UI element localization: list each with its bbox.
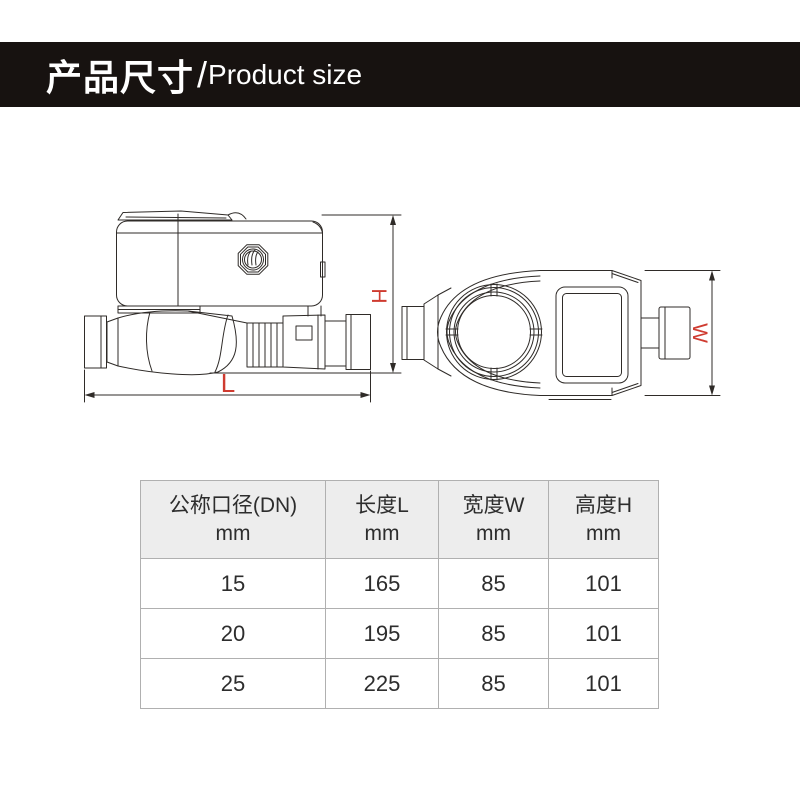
cell-length: 195	[325, 608, 439, 659]
cell-height: 101	[548, 558, 659, 609]
front-right-stub	[640, 306, 691, 360]
cell-dn: 20	[140, 608, 326, 659]
column-unit: mm	[364, 521, 400, 545]
cell-dn: 15	[140, 558, 326, 609]
size-table-header-row: 公称口径(DN) mm 长度L mm 宽度W mm 高度H mm	[140, 480, 659, 559]
meter-dial	[445, 283, 543, 381]
cell-dn: 25	[140, 658, 326, 709]
dimension-label-w: W	[688, 323, 711, 343]
banner-title-en: Product size	[208, 58, 363, 90]
cell-width: 85	[438, 658, 549, 709]
column-title: 宽度W	[462, 494, 525, 518]
meter-pipe-body	[84, 310, 371, 376]
size-table: 公称口径(DN) mm 长度L mm 宽度W mm 高度H mm 15	[140, 480, 659, 709]
column-header-dn: 公称口径(DN) mm	[140, 480, 326, 559]
meter-lid	[117, 210, 247, 221]
cell-length: 165	[325, 558, 439, 609]
column-title: 公称口径(DN)	[168, 494, 298, 518]
cell-width: 85	[438, 558, 549, 609]
column-header-length: 长度L mm	[325, 480, 439, 559]
banner-separator: /	[197, 53, 208, 95]
technical-drawings: H L	[84, 210, 721, 403]
column-title: 高度H	[574, 494, 633, 518]
column-title: 长度L	[355, 494, 409, 518]
front-left-stub	[401, 287, 452, 377]
display-window	[555, 286, 629, 384]
meter-badge-icon	[237, 244, 269, 275]
dimension-label-h: H	[367, 288, 390, 303]
meter-housing	[116, 213, 326, 307]
dimension-height: H	[209, 214, 402, 374]
dimension-width: W	[644, 270, 721, 396]
column-unit: mm	[586, 521, 621, 545]
column-unit: mm	[476, 521, 511, 545]
cell-width: 85	[438, 608, 549, 659]
front-view-drawing: W	[401, 270, 721, 400]
banner: 产品尺寸 / Product size	[0, 42, 800, 107]
table-row: 20 195 85 101	[140, 608, 659, 659]
cell-length: 225	[325, 658, 439, 709]
side-view-drawing: H L	[84, 210, 402, 403]
column-unit: mm	[215, 521, 251, 545]
cell-height: 101	[548, 608, 659, 659]
dimension-length: L	[84, 368, 371, 403]
table-row: 25 225 85 101	[140, 658, 659, 709]
dimension-label-l: L	[221, 368, 235, 398]
column-header-height: 高度H mm	[548, 480, 659, 559]
table-row: 15 165 85 101	[140, 558, 659, 609]
cell-height: 101	[548, 658, 659, 709]
banner-title-cn: 产品尺寸	[46, 56, 195, 98]
column-header-width: 宽度W mm	[438, 480, 549, 559]
meter-flange	[117, 305, 322, 317]
